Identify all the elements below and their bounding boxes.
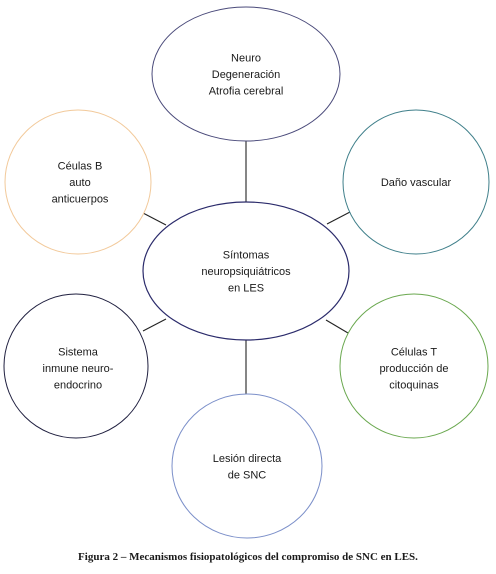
node-lesion-circle bbox=[171, 393, 323, 539]
node-celulas-b-line: auto bbox=[69, 177, 90, 189]
node-center-line: Síntomas bbox=[223, 250, 270, 262]
node-sistema-label: Sistema inmune neuro-endocrino bbox=[43, 347, 114, 392]
node-celulas-t-circle bbox=[339, 293, 489, 439]
figure-caption: Figura 2 – Mecanismos fisiopatológicos d… bbox=[78, 551, 418, 563]
node-neuro-circle bbox=[151, 6, 341, 142]
node-celulas-b: Céulas B auto anticuerpos bbox=[4, 109, 152, 255]
node-center: Síntomas neuropsiquiátricos en LES bbox=[142, 201, 350, 341]
node-celulas-t: Células T producción de citoquinas bbox=[339, 293, 489, 439]
node-sistema: Sistema inmune neuro-endocrino bbox=[3, 293, 149, 439]
node-sistema-line: inmune neuro- bbox=[43, 363, 114, 375]
node-neuro-line: Atrofia cerebral bbox=[209, 86, 284, 98]
node-dano-vascular-circle bbox=[342, 109, 490, 255]
node-celulas-t-line: citoquinas bbox=[389, 380, 439, 392]
node-celulas-b-line: anticuerpos bbox=[52, 194, 109, 206]
node-lesion: Lesión directa de SNC bbox=[171, 393, 323, 539]
node-center-circle bbox=[142, 201, 350, 341]
node-lesion-line: de SNC bbox=[228, 469, 267, 481]
connector-sistema bbox=[142, 318, 167, 332]
node-dano-vascular: Daño vascular bbox=[342, 109, 490, 255]
node-dano-vascular-line: Daño vascular bbox=[381, 177, 452, 189]
node-celulas-b-circle bbox=[4, 109, 152, 255]
node-neuro-line: Neuro bbox=[231, 53, 261, 65]
node-neuro-line: Degeneración bbox=[212, 69, 281, 81]
connector-dano-vascular bbox=[326, 211, 351, 225]
node-sistema-line: Sistema bbox=[58, 347, 99, 359]
node-lesion-line: Lesión directa bbox=[213, 453, 282, 465]
node-celulas-t-line: producción de bbox=[379, 363, 448, 375]
node-lesion-label: Lesión directa de SNC bbox=[213, 453, 282, 482]
node-celulas-b-line: Céulas B bbox=[58, 161, 103, 173]
node-dano-vascular-label: Daño vascular bbox=[381, 177, 452, 189]
node-center-line: en LES bbox=[228, 283, 264, 295]
node-celulas-t-line: Células T bbox=[391, 347, 438, 359]
node-celulas-t-label: Células T producción de citoquinas bbox=[379, 347, 448, 392]
node-center-label: Síntomas neuropsiquiátricos en LES bbox=[201, 250, 291, 295]
node-sistema-circle bbox=[3, 293, 149, 439]
node-center-line: neuropsiquiátricos bbox=[201, 266, 291, 278]
connector-celulas-t bbox=[325, 319, 349, 334]
node-sistema-line: endocrino bbox=[54, 380, 102, 392]
connector-celulas-b bbox=[142, 212, 167, 226]
node-celulas-b-label: Céulas B auto anticuerpos bbox=[52, 161, 109, 206]
